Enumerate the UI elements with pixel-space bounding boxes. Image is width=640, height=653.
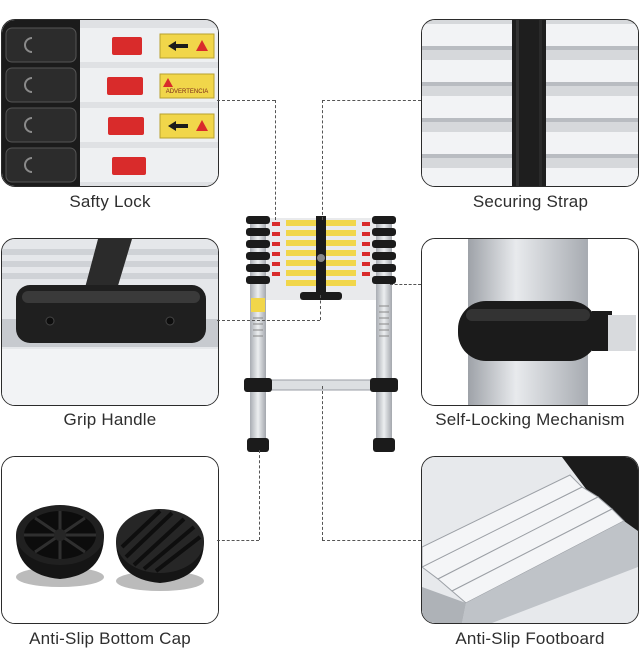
- caption-securing-strap: Securing Strap: [472, 192, 589, 211]
- securing-strap-image: [422, 20, 638, 186]
- connector-line: [217, 100, 275, 101]
- warning-label-text: ADVERTENCIA: [166, 89, 209, 95]
- safety-lock-image: ADVERTENCIA: [2, 20, 218, 186]
- connector-line: [322, 100, 323, 220]
- connector-line: [217, 540, 259, 541]
- securing-strap-panel: [421, 19, 639, 187]
- footboard-image: [422, 457, 638, 623]
- self-locking-panel: [421, 238, 639, 406]
- self-locking-image: [422, 239, 638, 405]
- caption-grip-handle: Grip Handle: [63, 410, 157, 429]
- caption-safety-lock: Safty Lock: [69, 192, 151, 211]
- bottom-cap-image: [2, 457, 218, 623]
- grip-handle-panel: [1, 238, 219, 406]
- caption-bottom-cap: Anti-Slip Bottom Cap: [29, 629, 191, 648]
- connector-line: [322, 540, 421, 541]
- caption-footboard: Anti-Slip Footboard: [455, 629, 605, 648]
- caption-self-locking: Self-Locking Mechanism: [435, 410, 625, 429]
- footboard-panel: [421, 456, 639, 624]
- safety-lock-panel: ADVERTENCIA: [1, 19, 219, 187]
- connector-line: [275, 100, 276, 220]
- connector-line: [322, 100, 421, 101]
- connector-line: [320, 295, 321, 320]
- connector-line: [322, 386, 323, 540]
- connector-line: [259, 450, 260, 540]
- connector-line: [390, 284, 421, 285]
- grip-handle-image: [2, 239, 218, 405]
- connector-line: [217, 320, 320, 321]
- bottom-cap-panel: [1, 456, 219, 624]
- ladder-image: [244, 216, 398, 452]
